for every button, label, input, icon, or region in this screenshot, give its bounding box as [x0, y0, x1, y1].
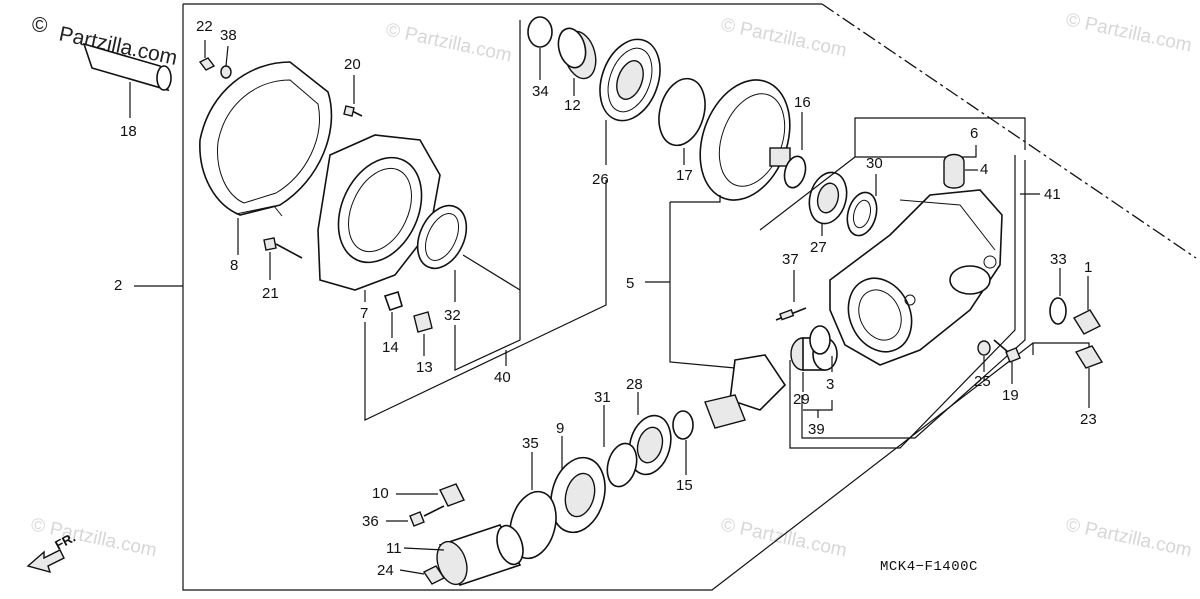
part-7-flange — [317, 134, 441, 291]
callout-10: 10 — [372, 485, 389, 502]
part-1-nut — [1072, 309, 1102, 335]
part-9-coupling — [550, 456, 606, 534]
callout-3: 3 — [826, 376, 834, 393]
part-32-seal — [416, 204, 468, 270]
part-20-bolt — [343, 105, 363, 117]
part-16-shim — [783, 155, 807, 189]
part-18-rod — [82, 42, 172, 92]
part-36-bolt — [409, 505, 445, 527]
callout-20: 20 — [344, 56, 361, 73]
part-25-washer — [977, 340, 991, 356]
part-23-nut — [1074, 345, 1104, 369]
callout-6: 6 — [970, 125, 978, 142]
part-37-pin — [775, 307, 807, 321]
callout-1: 1 — [1084, 259, 1092, 276]
callout-13: 13 — [416, 359, 433, 376]
part-28-bearing — [628, 414, 672, 476]
callout-33: 33 — [1050, 251, 1067, 268]
diagram-code: MCK4−F1400C — [880, 559, 978, 575]
callout-4: 4 — [980, 161, 988, 178]
callout-40: 40 — [494, 369, 511, 386]
part-10-clip — [439, 483, 465, 507]
callout-34: 34 — [532, 83, 549, 100]
copyright-symbol: © — [32, 14, 48, 37]
callout-18: 18 — [120, 123, 137, 140]
watermark-text: © Partzilla.com — [1064, 514, 1194, 561]
part-8-brake-shoe — [199, 61, 333, 217]
part-4-cap — [943, 153, 965, 189]
part-19-bolt — [993, 339, 1021, 363]
part-34-ring — [527, 16, 553, 48]
assembly-dashed-edge — [821, 3, 1197, 259]
part-21-bolt — [263, 237, 303, 259]
part-17-circlip — [658, 77, 706, 147]
callout-11: 11 — [386, 540, 402, 557]
watermark-text: © Partzilla.com — [29, 514, 159, 561]
part-22-bolt — [198, 57, 216, 71]
callout-26: 26 — [592, 171, 609, 188]
arrow-left-icon — [26, 549, 65, 574]
watermark-text: © Partzilla.com — [719, 514, 849, 561]
callout-21: 21 — [262, 285, 279, 302]
part-12-collar — [557, 27, 597, 80]
callout-8: 8 — [230, 257, 238, 274]
callout-27: 27 — [810, 239, 827, 256]
callout-28: 28 — [626, 376, 643, 393]
callout-12: 12 — [564, 97, 581, 114]
callout-15: 15 — [676, 477, 693, 494]
callout-14: 14 — [382, 339, 399, 356]
part-11-sleeve — [436, 524, 524, 586]
part-24-nut — [422, 565, 446, 585]
watermark-text: © Partzilla.com — [1064, 9, 1194, 56]
callout-38: 38 — [220, 27, 237, 44]
callout-7: 7 — [360, 305, 368, 322]
callout-24: 24 — [377, 562, 394, 579]
part-30-seal — [846, 191, 878, 237]
callout-25: 25 — [974, 373, 991, 390]
group-41-bracket — [789, 155, 1016, 449]
callout-22: 22 — [196, 18, 213, 35]
callout-17: 17 — [676, 167, 693, 184]
callout-5: 5 — [626, 275, 634, 292]
callout-31: 31 — [594, 389, 611, 406]
part-33-washer — [1049, 297, 1067, 325]
callout-2: 2 — [114, 277, 122, 294]
part-38-washer — [220, 65, 232, 79]
watermark-text: © Partzilla.com — [384, 19, 514, 66]
group-6-bracket — [759, 145, 977, 231]
callout-35: 35 — [522, 435, 539, 452]
drive-pinion-gear — [704, 354, 787, 429]
callout-23: 23 — [1080, 411, 1097, 428]
callout-41: 41 — [1044, 186, 1061, 203]
part-31-shim — [606, 442, 638, 488]
part-14-pin — [383, 290, 403, 312]
callout-9: 9 — [556, 420, 564, 437]
callout-32: 32 — [444, 307, 461, 324]
callout-labels: 22 38 18 20 8 21 2 7 32 14 13 40 34 12 2… — [114, 18, 1097, 579]
assembly-frame — [182, 4, 1090, 591]
group-5-bracket — [670, 195, 721, 203]
final-drive-housing — [829, 189, 1003, 366]
callout-36: 36 — [362, 513, 379, 530]
part-13-plug — [413, 311, 433, 333]
group-40-bracket — [364, 180, 607, 421]
part-15-shim — [672, 410, 694, 440]
callout-39: 39 — [808, 421, 825, 438]
callout-37: 37 — [782, 251, 799, 268]
watermark-text: © Partzilla.com — [719, 14, 849, 61]
callout-30: 30 — [866, 155, 883, 172]
ring-gear — [699, 79, 791, 201]
callout-16: 16 — [794, 94, 811, 111]
callout-19: 19 — [1002, 387, 1019, 404]
part-26-bearing — [599, 38, 661, 122]
callout-29: 29 — [793, 391, 810, 408]
part-3-ring — [809, 325, 831, 355]
